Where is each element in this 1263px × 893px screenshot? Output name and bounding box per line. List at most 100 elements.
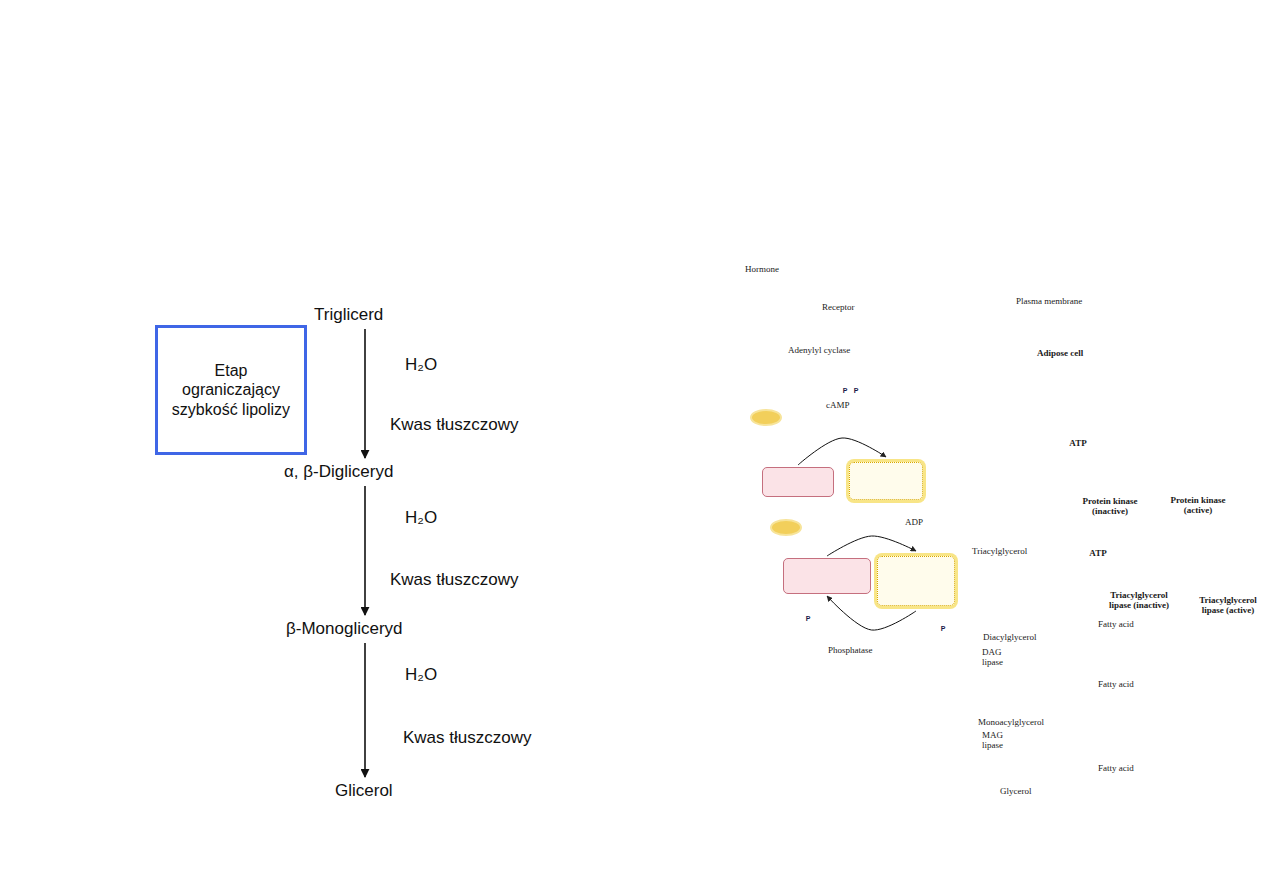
node-text: Glicerol	[335, 781, 393, 801]
node-text: Protein kinase (active)	[1165, 495, 1231, 515]
lipid-molecules	[998, 589, 1005, 625]
lipid-molecules	[1013, 500, 1020, 544]
molecule-label: Fatty acid	[1098, 763, 1134, 773]
lipolysis-arrows	[1027, 506, 1050, 578]
phosphate-label: P	[806, 615, 811, 622]
enzyme-label: Phosphatase	[828, 645, 873, 655]
molecule-label: Triacylglycerol	[972, 546, 1027, 556]
slide-decoration	[105, 211, 175, 263]
signalling-illustration	[723, 263, 737, 277]
compound-name: Triglicerd	[312, 304, 385, 326]
slide-decoration	[145, 251, 1112, 254]
reaction-arrow	[364, 643, 366, 777]
molecule-label: cAMP	[826, 400, 850, 410]
product-label: Kwas tłuszczowy	[390, 570, 518, 590]
lipid-molecules	[993, 500, 1000, 544]
atp-shape	[770, 519, 802, 536]
molecule-label: Fatty acid	[1098, 679, 1134, 689]
enzyme-inactive: Triacylglycerol lipase (inactive)	[783, 558, 871, 594]
enzyme-active: Triacylglycerol lipase (active)	[877, 556, 955, 606]
compound-name: β-Monogliceryd	[284, 618, 405, 640]
product-label: Kwas tłuszczowy	[390, 415, 518, 435]
phosphate-label: P	[843, 387, 848, 394]
atp-shape	[750, 409, 782, 426]
lipid-molecules	[1144, 751, 1154, 761]
cell-membrane-edge	[740, 333, 1153, 814]
product-label: Kwas tłuszczowy	[403, 728, 531, 748]
atp-oval: ATP	[750, 409, 782, 429]
part-label: Plasma membrane	[1016, 296, 1082, 306]
lipolysis-arrows	[1016, 660, 1095, 671]
signalling-illustration	[803, 509, 902, 525]
signalling-illustration	[737, 270, 807, 295]
connector-layer	[365, 329, 916, 777]
lipid-molecules	[1144, 667, 1154, 677]
signalling-illustration	[796, 327, 818, 339]
node-text: Etap ograniczający szybkość lipolizy	[164, 361, 298, 419]
slide-decoration	[105, 157, 1112, 283]
node-text: Triglicerd	[314, 305, 383, 325]
node-text: β-Monogliceryd	[286, 619, 403, 639]
reaction-arrow	[364, 486, 366, 615]
cell-membrane	[732, 325, 1160, 821]
adipose-cell: Adipose cellATP Protein kinase (inactive)…	[725, 318, 1167, 828]
compound-name: Glicerol	[333, 780, 395, 802]
signalling-illustration	[938, 623, 948, 633]
node-text: Triacylglycerol lipase (active)	[1193, 595, 1263, 615]
lipolysis-arrows	[1016, 730, 1017, 767]
lipid-molecules	[1100, 752, 1146, 760]
molecule-label: Monoacylglycerol	[978, 717, 1044, 727]
lipid-molecules	[1100, 668, 1146, 676]
signalling-illustration	[929, 612, 939, 623]
reaction-arrow	[827, 536, 916, 556]
atp-ellipse	[751, 410, 781, 425]
molecule-label: Diacylglycerol	[983, 632, 1036, 642]
reaction-arrow	[364, 329, 366, 458]
molecule-label: Fatty acid	[1098, 619, 1134, 629]
phosphate-label: P	[941, 625, 946, 632]
part-label: Hormone	[745, 264, 779, 274]
enzyme-label: MAG lipase	[982, 731, 1012, 751]
node-text: Adipose cell	[1037, 348, 1083, 358]
slide-decoration	[171, 218, 241, 276]
slide-decoration	[182, 157, 185, 283]
signalling-illustration	[813, 604, 822, 613]
signalling-illustration	[797, 300, 818, 328]
hydrolysis-arrows	[366, 676, 402, 739]
slide-decoration	[140, 170, 216, 242]
signalling-illustration	[723, 263, 1031, 633]
lipid-molecules	[1000, 688, 1030, 699]
node-text: Triacylglycerol lipase (inactive)	[1099, 590, 1179, 610]
signalling-illustration	[808, 377, 838, 387]
water-label: H₂O	[405, 508, 437, 528]
lipolysis-arrows	[1016, 645, 1017, 685]
lipid-molecules	[1000, 770, 1030, 782]
part-label: Adenylyl cyclase	[788, 345, 850, 355]
compound-name: α, β-Digliceryd	[282, 461, 395, 483]
lipid-molecules	[1003, 500, 1010, 544]
signalling-illustration	[803, 613, 813, 623]
lipid-molecules	[990, 488, 1024, 501]
lipid-molecules	[1010, 589, 1017, 625]
atp-oval: ATP	[770, 519, 802, 539]
part-label: Receptor	[822, 302, 854, 312]
atp-ellipse	[771, 520, 801, 535]
node-text: ATP	[1089, 548, 1106, 558]
signalling-illustration	[1028, 308, 1031, 320]
node-text: α, β-Digliceryd	[284, 462, 393, 482]
lipolysis-arrows	[1026, 496, 1095, 609]
enzyme-inactive: Protein kinase (inactive)	[762, 467, 834, 497]
note-box: Etap ograniczający szybkość lipolizy	[155, 325, 307, 455]
node-text: Protein kinase (inactive)	[1078, 496, 1142, 516]
signalling-illustration	[851, 385, 861, 395]
signalling-illustration	[840, 385, 850, 395]
enzyme-active: Protein kinase (active)	[849, 462, 923, 500]
signalling-illustration	[766, 381, 832, 408]
lipid-molecules	[993, 578, 1023, 590]
molecule-label: ADP	[905, 517, 923, 527]
water-label: H₂O	[405, 665, 437, 685]
phosphate-label: P	[854, 387, 859, 394]
lipolysis-arrows	[1016, 745, 1095, 756]
water-label: H₂O	[405, 355, 437, 375]
node-text: ATP	[1069, 438, 1086, 448]
